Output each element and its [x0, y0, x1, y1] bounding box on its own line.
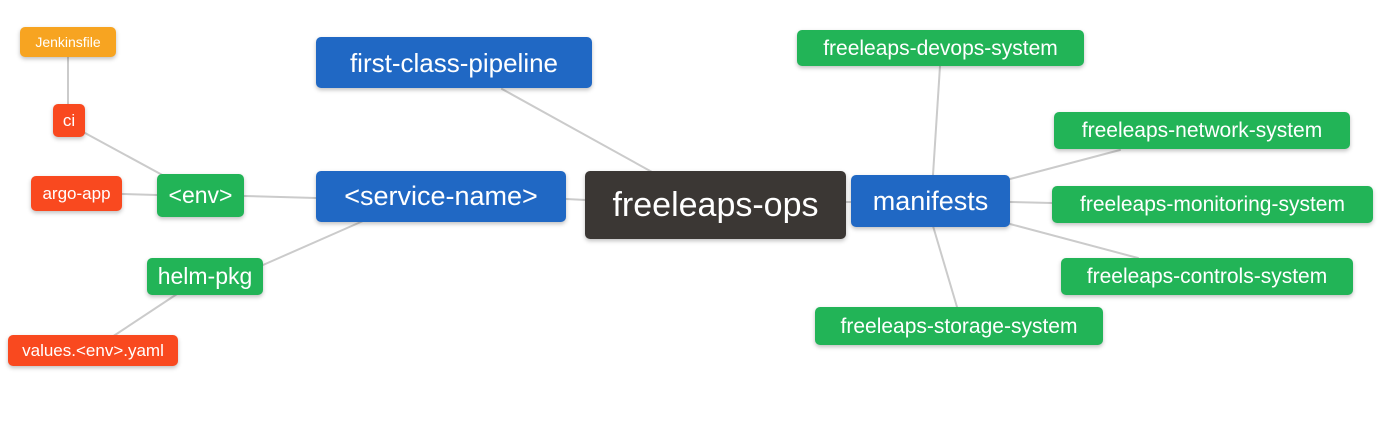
mindmap-node-jenkinsfile[interactable]: Jenkinsfile — [20, 27, 116, 57]
mindmap-node-argo-app[interactable]: argo-app — [31, 176, 122, 211]
edge-ci-to-env — [84, 132, 167, 178]
mindmap-node-values-env-yaml[interactable]: values.<env>.yaml — [8, 335, 178, 366]
edge-service-name-to-freeleaps-ops — [565, 198, 587, 201]
mindmap-node-env[interactable]: <env> — [157, 174, 244, 217]
edge-argo-app-to-env — [121, 193, 158, 196]
mindmap-node-freeleaps-monitoring-system[interactable]: freeleaps-monitoring-system — [1052, 186, 1373, 223]
edge-manifests-to-freeleaps-network-system — [1009, 149, 1121, 180]
edge-env-to-service-name — [243, 195, 317, 199]
mindmap-node-freeleaps-devops-system[interactable]: freeleaps-devops-system — [797, 30, 1084, 66]
mindmap-node-helm-pkg[interactable]: helm-pkg — [147, 258, 263, 295]
edge-manifests-to-freeleaps-storage-system — [932, 225, 958, 308]
edge-manifests-to-freeleaps-monitoring-system — [1009, 201, 1053, 204]
mindmap-node-manifests[interactable]: manifests — [851, 175, 1010, 227]
mindmap-node-freeleaps-storage-system[interactable]: freeleaps-storage-system — [815, 307, 1103, 345]
mindmap-node-freeleaps-ops[interactable]: freeleaps-ops — [585, 171, 846, 239]
edge-helm-pkg-to-values-env-yaml — [111, 293, 178, 338]
edge-manifests-to-freeleaps-controls-system — [1009, 223, 1139, 259]
mindmap-node-freeleaps-controls-system[interactable]: freeleaps-controls-system — [1061, 258, 1353, 295]
mindmap-node-service-name[interactable]: <service-name> — [316, 171, 566, 222]
mindmap-node-first-class-pipeline[interactable]: first-class-pipeline — [316, 37, 592, 88]
edge-first-class-pipeline-to-freeleaps-ops — [501, 88, 653, 173]
mindmap-node-ci[interactable]: ci — [53, 104, 85, 137]
edge-manifests-to-freeleaps-devops-system — [932, 65, 941, 176]
mindmap-node-freeleaps-network-system[interactable]: freeleaps-network-system — [1054, 112, 1350, 149]
edge-service-name-to-helm-pkg — [262, 220, 364, 266]
